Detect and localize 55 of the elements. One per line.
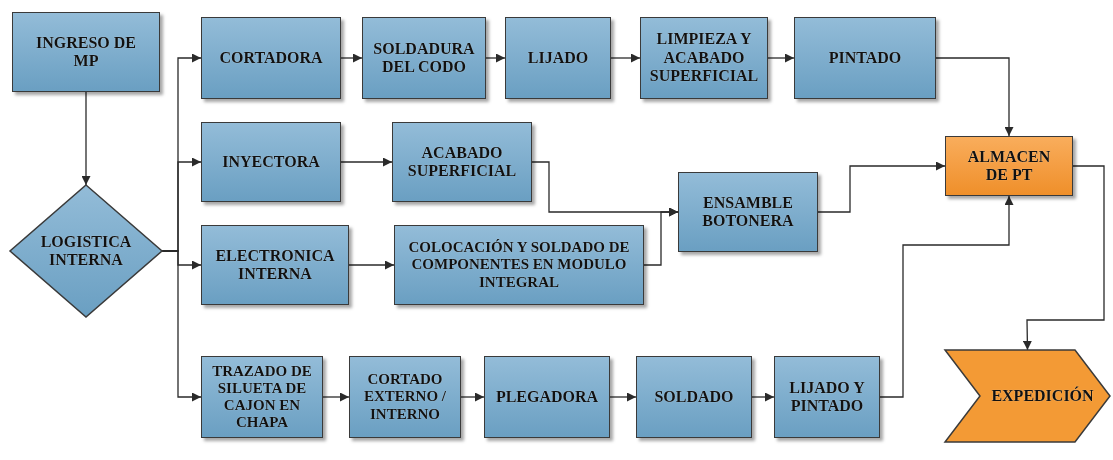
process-box <box>774 356 880 438</box>
step-label: ALMACEN DE PT <box>967 147 1051 185</box>
step-label: ACABADO SUPERFICIAL <box>406 143 518 181</box>
arrow <box>485 53 506 63</box>
process-box <box>794 17 936 99</box>
process-box <box>640 17 768 99</box>
process-box <box>484 356 610 438</box>
arrow <box>751 392 775 402</box>
step-label: INGRESO DE MP <box>35 33 137 71</box>
step-label: CORTADORA <box>219 48 323 68</box>
arrow <box>767 53 795 63</box>
process-box <box>201 356 323 438</box>
step-label: INYECTORA <box>222 152 320 172</box>
arrow <box>610 53 641 63</box>
process-box <box>636 356 752 438</box>
arrow <box>879 195 1014 398</box>
process-box <box>201 17 341 99</box>
arrow <box>340 53 363 63</box>
step-label: PINTADO <box>828 48 902 68</box>
process-box <box>349 356 461 438</box>
process-box <box>12 12 160 92</box>
step-label: COLOCACIÓN Y SOLDADO DE COMPONENTES EN MODULO INTEGRAL <box>407 239 631 291</box>
chevron-shape <box>945 350 1110 442</box>
step-label: ENSAMBLE BOTONERA <box>701 193 795 231</box>
step-label: PLEGADORA <box>495 387 599 407</box>
process-box <box>392 122 532 202</box>
arrow <box>161 250 202 402</box>
step-label: CORTADO EXTERNO / INTERNO <box>362 371 448 423</box>
step-label: TRAZADO DE SILUETA DE CAJON EN CHAPA <box>211 362 313 432</box>
arrow <box>81 91 91 186</box>
process-box <box>201 225 349 305</box>
arrow <box>460 392 485 402</box>
arrow <box>643 207 679 266</box>
step-label: SOLDADO <box>654 387 734 407</box>
step-label: ELECTRONICA INTERNA <box>214 246 336 284</box>
process-box <box>678 172 818 252</box>
arrow <box>322 392 350 402</box>
step-label: LIJADO <box>527 48 589 68</box>
decision-diamond <box>10 185 162 317</box>
process-box <box>505 17 611 99</box>
step-label: SOLDADURA DEL CODO <box>372 39 476 77</box>
storage-box <box>945 136 1073 196</box>
step-label: LOGISTICA INTERNA <box>39 232 133 270</box>
step-label: LIMPIEZA Y ACABADO SUPERFICIAL <box>648 30 760 86</box>
step-label: EXPEDICIÓN <box>991 386 1094 406</box>
arrow <box>340 157 393 167</box>
arrow <box>609 392 637 402</box>
process-box <box>394 225 644 305</box>
arrow <box>1022 165 1105 351</box>
step-label: LIJADO Y PINTADO <box>788 378 866 416</box>
arrow <box>348 260 395 270</box>
arrow <box>935 57 1014 137</box>
process-box <box>201 122 341 202</box>
process-box <box>362 17 486 99</box>
arrow <box>817 161 946 213</box>
